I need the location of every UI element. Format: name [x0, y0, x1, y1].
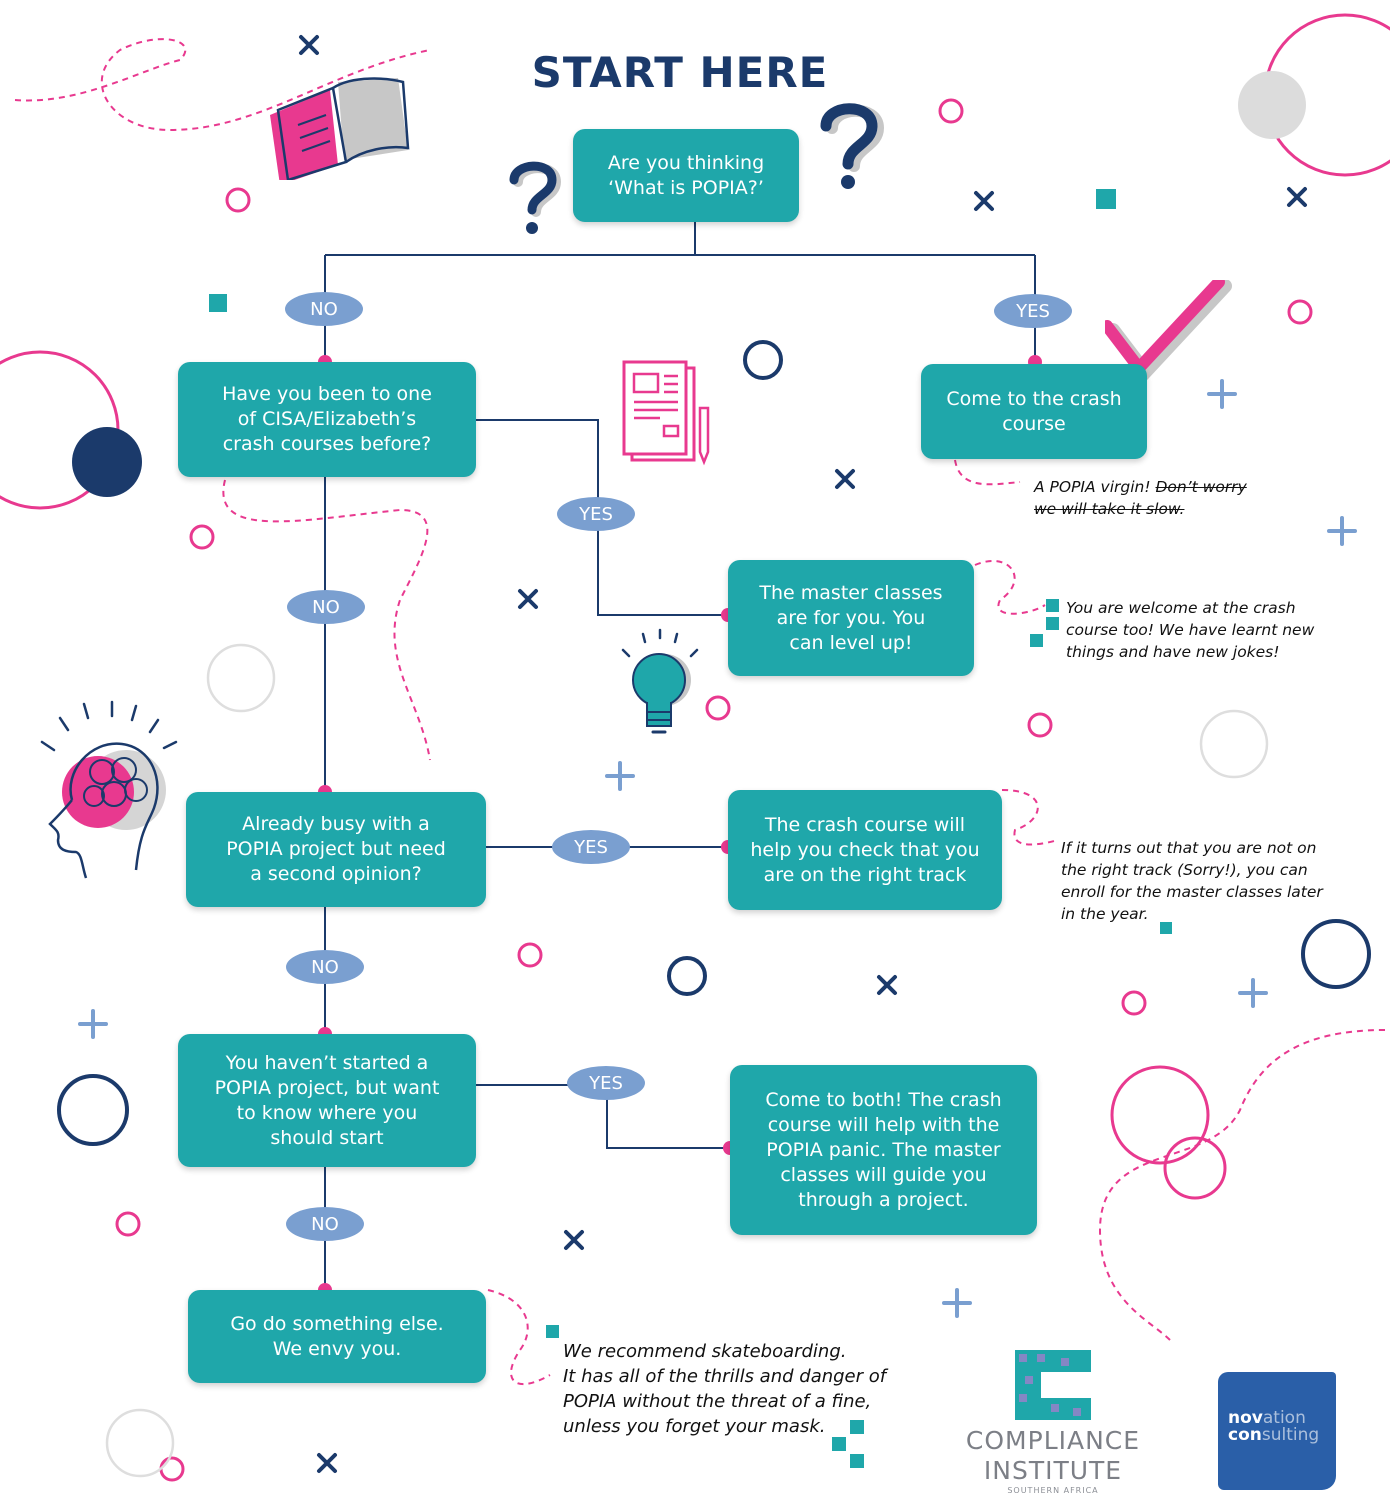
- result-come-to-both: Come to both! The crash course will help…: [730, 1065, 1037, 1235]
- note-skateboarding: We recommend skateboarding. It has all o…: [563, 1341, 887, 1437]
- lightbulb-icon: [621, 628, 699, 734]
- label-yes: YES: [567, 1066, 645, 1100]
- result-do-something-else: Go do something else. We envy you.: [188, 1290, 486, 1383]
- label-no: NO: [286, 1207, 364, 1241]
- label-yes: YES: [994, 294, 1072, 328]
- note-welcome-crash-course: You are welcome at the crash course too!…: [1066, 599, 1315, 661]
- note-right-track: If it turns out that you are not on the …: [1061, 839, 1323, 923]
- result-master-classes: The master classes are for you. You can …: [728, 560, 974, 676]
- document-pen-icon: [622, 360, 710, 466]
- result-check-right-track: The crash course will help you check tha…: [728, 790, 1002, 910]
- label-yes: YES: [557, 497, 635, 531]
- label-no: NO: [286, 950, 364, 984]
- compliance-institute-mark-icon: [1015, 1350, 1091, 1420]
- result-crash-course: Come to the crash course: [921, 364, 1147, 459]
- label-no: NO: [287, 590, 365, 624]
- question-busy-with-project: Already busy with a POPIA project but ne…: [186, 792, 486, 907]
- page-title: START HERE: [531, 48, 829, 97]
- label-no: NO: [285, 292, 363, 326]
- question-mark-icon: [509, 161, 562, 234]
- label-yes: YES: [552, 830, 630, 864]
- question-mark-icon: [820, 103, 885, 189]
- compliance-institute-logo: COMPLIANCE INSTITUTE SOUTHERN AFRICA: [948, 1346, 1158, 1495]
- open-book-icon: [270, 77, 410, 180]
- question-what-is-popia: Are you thinking ‘What is POPIA?’: [573, 129, 799, 222]
- brain-head-icon: [40, 700, 178, 879]
- question-crash-course-before: Have you been to one of CISA/Elizabeth’s…: [178, 362, 476, 477]
- question-not-started-project: You haven’t started a POPIA project, but…: [178, 1034, 476, 1167]
